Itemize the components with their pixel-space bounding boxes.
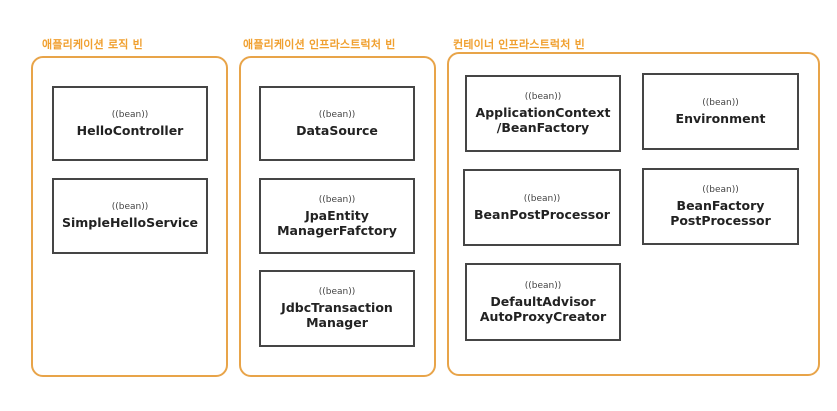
bean-bean-post-processor: ((bean)) BeanPostProcessor <box>463 169 621 246</box>
bean-stereotype: ((bean)) <box>523 193 561 204</box>
bean-application-context: ((bean)) ApplicationContext /BeanFactory <box>465 75 621 152</box>
bean-name: DefaultAdvisor AutoProxyCreator <box>479 293 607 324</box>
bean-stereotype: ((bean)) <box>318 109 356 120</box>
bean-name: ApplicationContext /BeanFactory <box>475 105 611 135</box>
bean-stereotype: ((bean)) <box>702 97 739 108</box>
bean-stereotype: ((bean)) <box>524 280 562 291</box>
bean-stereotype: ((bean)) <box>111 109 149 120</box>
bean-datasource: ((bean)) DataSource <box>259 86 415 161</box>
bean-stereotype: ((bean)) <box>318 287 356 297</box>
bean-name: BeanFactory PostProcessor <box>670 198 771 228</box>
bean-jpa-entity-manager-factory: ((bean)) JpaEntity ManagerFafctory <box>259 178 415 254</box>
group-title-container-infra: 컨테이너 인프라스트럭처 빈 <box>453 38 585 51</box>
bean-name: Environment <box>675 110 766 126</box>
bean-bean-factory-post-processor: ((bean)) BeanFactory PostProcessor <box>642 168 799 245</box>
bean-jdbc-transaction-manager: ((bean)) JdbcTransaction Manager <box>259 270 415 347</box>
bean-default-advisor-auto-proxy-creator: ((bean)) DefaultAdvisor AutoProxyCreator <box>465 263 621 341</box>
group-box-app-infra <box>239 56 436 377</box>
group-box-app-logic <box>31 56 228 377</box>
bean-stereotype: ((bean)) <box>702 185 739 195</box>
bean-stereotype: ((bean)) <box>111 202 149 212</box>
bean-name: BeanPostProcessor <box>474 206 610 222</box>
bean-simple-hello-service: ((bean)) SimpleHelloService <box>52 178 208 254</box>
bean-environment: ((bean)) Environment <box>642 73 799 150</box>
group-box-container-infra <box>447 52 820 376</box>
bean-stereotype: ((bean)) <box>524 92 562 102</box>
bean-name: SimpleHelloService <box>61 215 199 230</box>
bean-name: HelloController <box>76 122 184 138</box>
group-title-app-infra: 애플리케이션 인프라스트럭처 빈 <box>243 38 396 51</box>
bean-name: JpaEntity ManagerFafctory <box>277 207 397 238</box>
bean-hello-controller: ((bean)) HelloController <box>52 86 208 161</box>
bean-name: JdbcTransaction Manager <box>281 300 393 330</box>
bean-stereotype: ((bean)) <box>318 194 356 205</box>
group-title-app-logic: 애플리케이션 로직 빈 <box>42 38 143 51</box>
bean-name: DataSource <box>296 122 378 138</box>
